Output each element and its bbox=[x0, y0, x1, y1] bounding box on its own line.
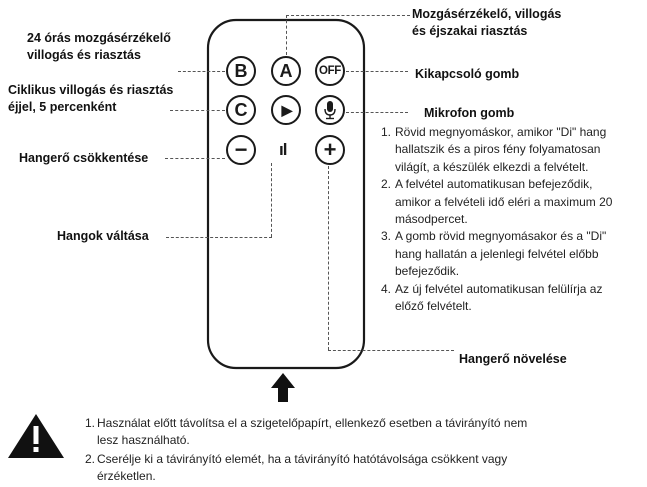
warning-note: 1.Használat előtt távolítsa el a szigete… bbox=[85, 416, 528, 447]
leader-switch-vertical bbox=[271, 163, 272, 237]
leader-switch bbox=[166, 237, 272, 238]
label-mic-button: Mikrofon gomb bbox=[424, 106, 515, 120]
leader-off bbox=[346, 71, 408, 72]
mic-button[interactable] bbox=[315, 95, 345, 125]
play-button[interactable]: ▶ bbox=[271, 95, 301, 125]
leader-b bbox=[178, 71, 225, 72]
leader-a-vertical bbox=[286, 15, 287, 55]
leader-c bbox=[170, 110, 225, 111]
warning-notes-list: 1.Használat előtt távolítsa el a szigete… bbox=[85, 415, 641, 487]
label-motion-night: Mozgásérzékelő, villogás és éjszakai ria… bbox=[412, 7, 562, 38]
a-button[interactable]: A bbox=[271, 56, 301, 86]
leader-volume-up bbox=[328, 350, 454, 351]
label-volume-up: Hangerő növelése bbox=[459, 352, 567, 366]
warning-triangle-icon bbox=[8, 414, 64, 458]
warning-note: 2.Cserélje ki a távirányító elemét, ha a… bbox=[85, 452, 508, 483]
label-cyclic: Ciklikus villogás és riasztás éjjel, 5 p… bbox=[8, 83, 174, 114]
leader-volume-up-vertical bbox=[328, 166, 329, 350]
volume-up-button[interactable]: + bbox=[315, 135, 345, 165]
microphone-icon bbox=[324, 101, 336, 120]
leader-mic bbox=[346, 112, 408, 113]
off-button[interactable]: OFF bbox=[315, 56, 345, 86]
label-switch-sounds: Hangok váltása bbox=[57, 229, 149, 243]
label-off-button: Kikapcsoló gomb bbox=[415, 67, 520, 81]
switch-sounds-button[interactable]: ıl bbox=[279, 140, 288, 159]
c-button[interactable]: C bbox=[226, 95, 256, 125]
volume-down-button[interactable]: − bbox=[226, 135, 256, 165]
b-button[interactable]: B bbox=[226, 56, 256, 86]
mic-step: 4.Az új felvétel automatikusan felülírja… bbox=[381, 281, 603, 314]
leader-volume-down bbox=[165, 158, 225, 159]
label-motion-24h: 24 órás mozgásérzékelő villogás és riasz… bbox=[27, 31, 171, 62]
mic-step: 3.A gomb rövid megnyomásakor és a "Di"ha… bbox=[381, 229, 607, 279]
label-volume-down: Hangerő csökkentése bbox=[19, 151, 149, 165]
mic-step: 2.A felvétel automatikusan befejeződik,a… bbox=[381, 177, 613, 227]
up-arrow-icon bbox=[271, 373, 295, 402]
leader-a-top bbox=[286, 15, 410, 16]
